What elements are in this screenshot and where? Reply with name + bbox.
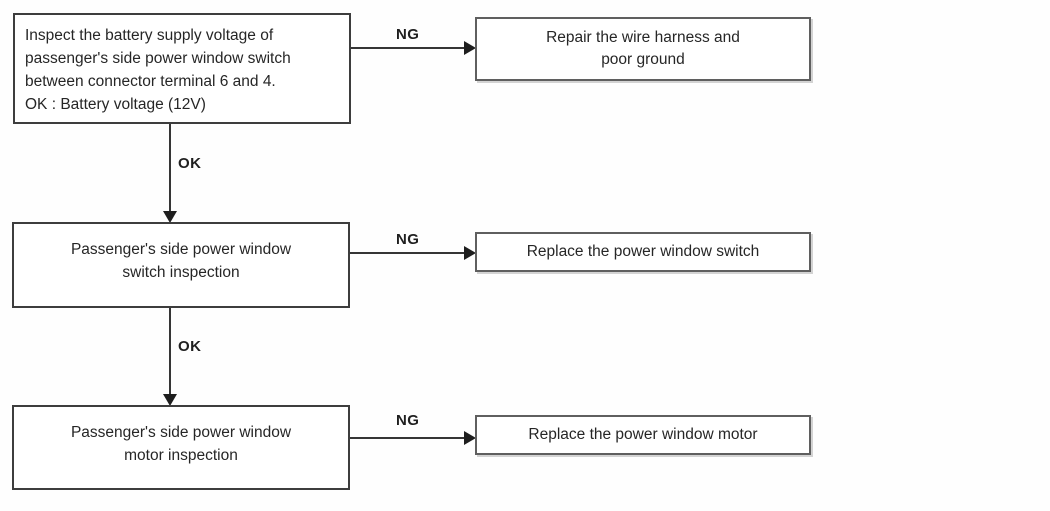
flow-result-replace-switch: Replace the power window switch <box>475 232 811 272</box>
ng-label-2: NG <box>396 231 420 248</box>
arrowhead-right-icon <box>464 431 476 445</box>
ng-connector-line-2 <box>350 252 464 254</box>
ok-connector-line-2 <box>169 308 171 397</box>
ng-connector-line-3 <box>350 437 464 439</box>
ng-label-1: NG <box>396 26 420 43</box>
step-battery-voltage-text: Inspect the battery supply voltage of pa… <box>25 27 291 113</box>
arrowhead-right-icon <box>464 41 476 55</box>
step-motor-inspection-text: Passenger's side power window motor insp… <box>70 424 292 464</box>
arrowhead-right-icon <box>464 246 476 260</box>
step-switch-inspection-text: Passenger's side power window switch ins… <box>70 241 292 281</box>
flow-result-repair-harness: Repair the wire harness and poor ground <box>475 17 811 81</box>
ng-connector-line-1 <box>351 47 465 49</box>
arrowhead-down-icon <box>163 211 177 223</box>
result-replace-switch-text: Replace the power window switch <box>526 243 760 260</box>
ok-label-2: OK <box>178 338 202 355</box>
flow-step-switch-inspection: Passenger's side power window switch ins… <box>12 222 350 308</box>
ok-label-1: OK <box>178 155 202 172</box>
flow-step-motor-inspection: Passenger's side power window motor insp… <box>12 405 350 490</box>
result-repair-harness-text: Repair the wire harness and poor ground <box>546 29 740 68</box>
arrowhead-down-icon <box>163 394 177 406</box>
ok-connector-line-1 <box>169 124 171 214</box>
flow-step-battery-voltage-check: Inspect the battery supply voltage of pa… <box>13 13 351 124</box>
flow-result-replace-motor: Replace the power window motor <box>475 415 811 455</box>
ng-label-3: NG <box>396 412 420 429</box>
result-replace-motor-text: Replace the power window motor <box>528 426 758 443</box>
